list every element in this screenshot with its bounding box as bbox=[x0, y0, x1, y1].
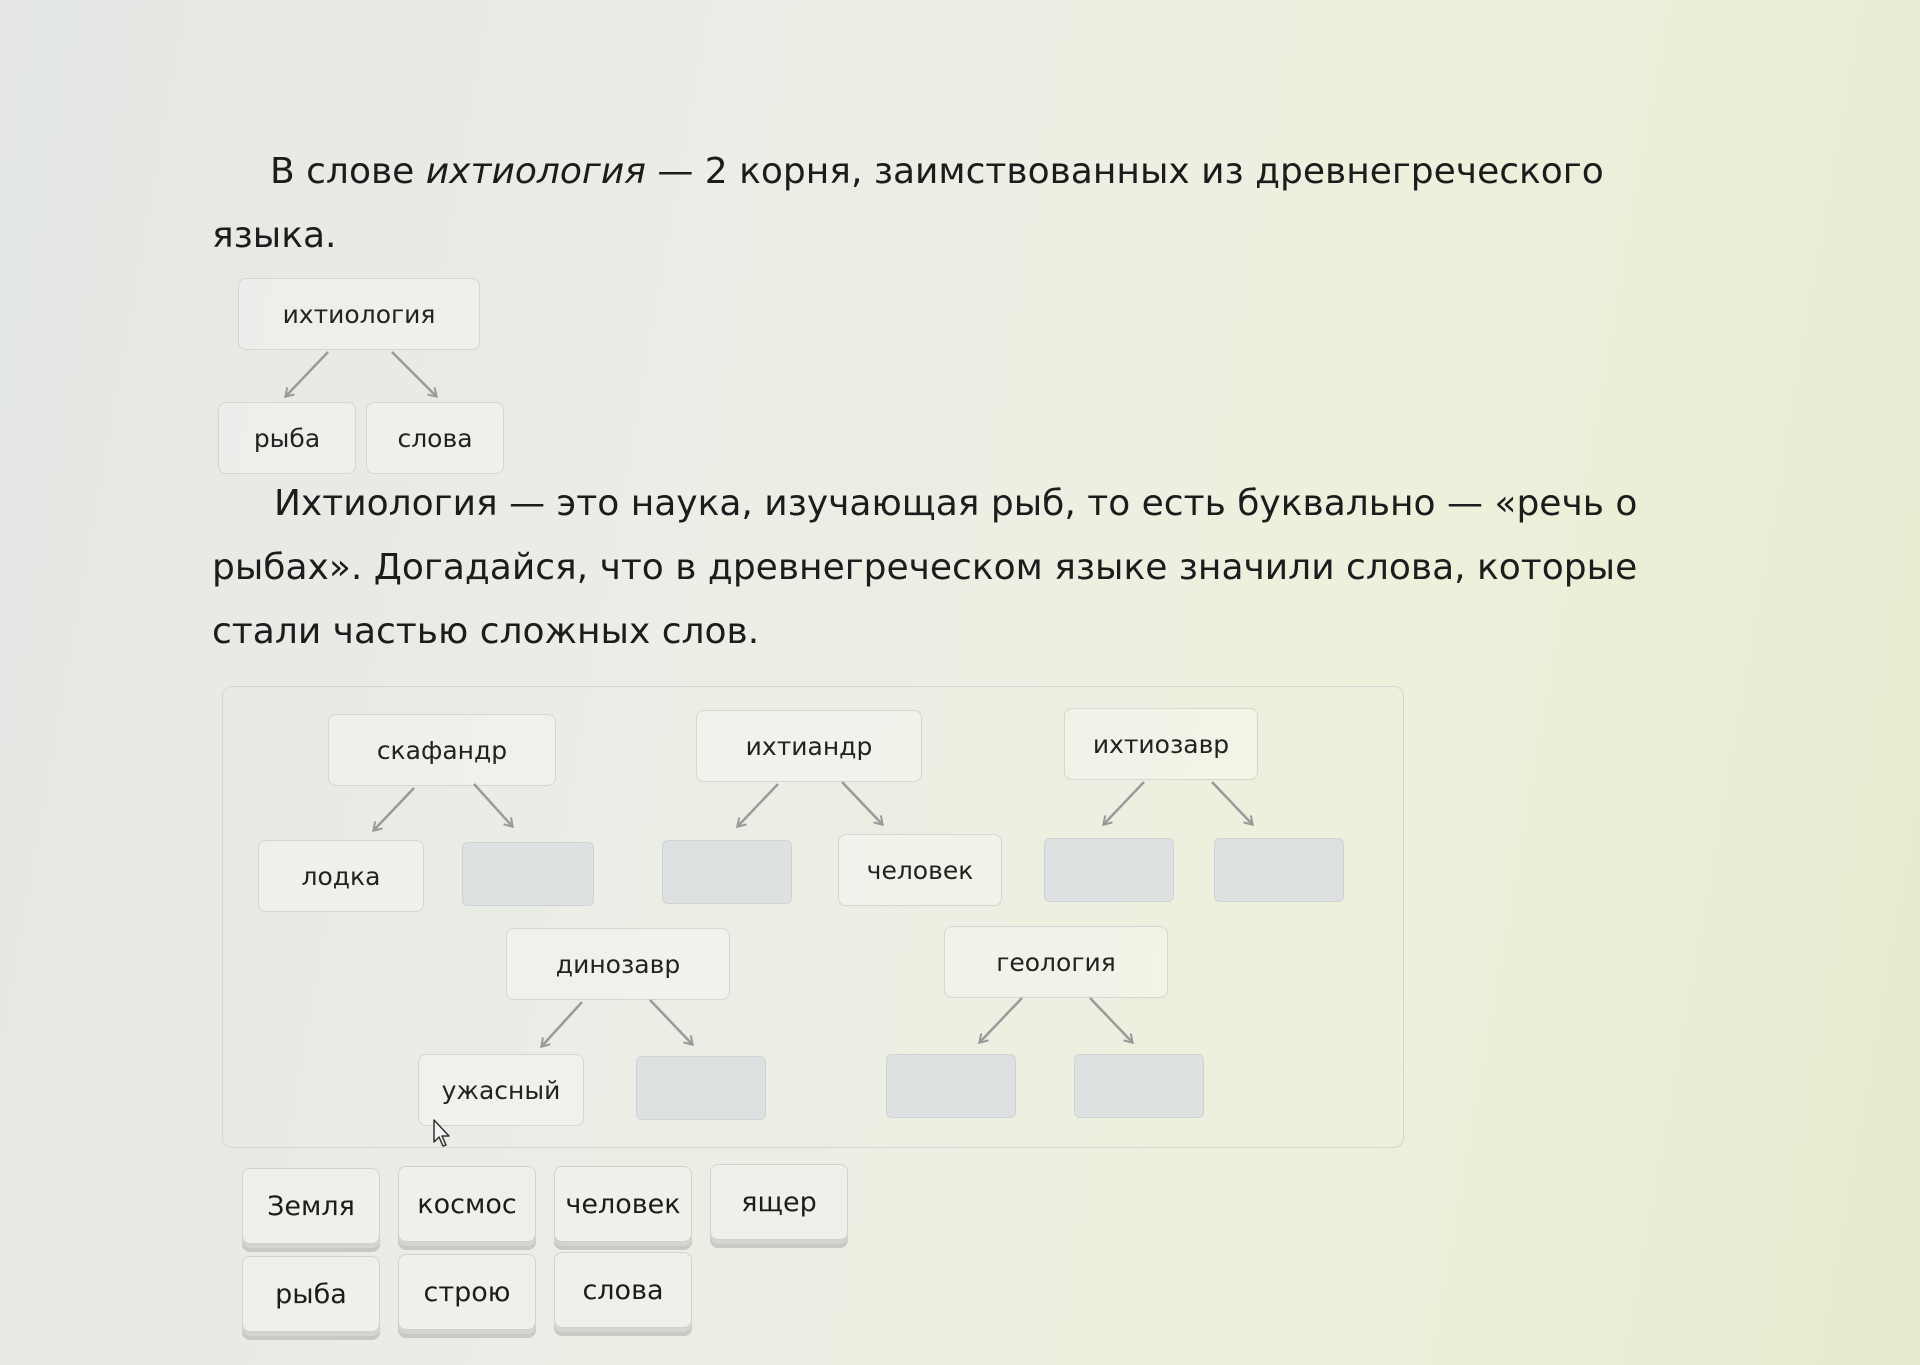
answer-slot-4[interactable] bbox=[1214, 838, 1344, 902]
arrow-right-icon bbox=[473, 783, 514, 829]
arrow-left-icon bbox=[736, 783, 779, 829]
arrow-right-icon bbox=[1089, 997, 1134, 1045]
example-root-word: ихтиология bbox=[238, 278, 480, 350]
tree-word-1: скафандр bbox=[328, 714, 556, 786]
example-left-part: рыба bbox=[218, 402, 356, 474]
intro-text-start: В слове bbox=[270, 151, 426, 192]
tree-2-right-part: человек bbox=[838, 834, 1002, 906]
arrow-right-icon bbox=[649, 999, 694, 1047]
option-chip-6[interactable]: строю bbox=[398, 1254, 536, 1330]
tree-4-left-part: ужасный bbox=[418, 1054, 584, 1126]
option-chip-2[interactable]: космос bbox=[398, 1166, 536, 1242]
arrow-right-icon bbox=[391, 351, 439, 399]
example-right-part: слова bbox=[366, 402, 504, 474]
option-chip-1[interactable]: Земля bbox=[242, 1168, 380, 1244]
arrow-left-icon bbox=[284, 351, 329, 399]
exercise-panel bbox=[222, 686, 1404, 1148]
tree-word-5: геология bbox=[944, 926, 1168, 998]
option-chip-4[interactable]: ящер bbox=[710, 1164, 848, 1240]
answer-slot-6[interactable] bbox=[886, 1054, 1016, 1118]
arrow-left-icon bbox=[372, 787, 415, 833]
arrow-left-icon bbox=[540, 1001, 583, 1049]
tree-word-4: динозавр bbox=[506, 928, 730, 1000]
answer-slot-2[interactable] bbox=[662, 840, 792, 904]
answer-slot-5[interactable] bbox=[636, 1056, 766, 1120]
arrow-left-icon bbox=[978, 997, 1023, 1045]
tree-word-3: ихтиозавр bbox=[1064, 708, 1258, 780]
tree-word-2: ихтиандр bbox=[696, 710, 922, 782]
arrow-right-icon bbox=[1211, 781, 1254, 827]
option-chip-7[interactable]: слова bbox=[554, 1252, 692, 1328]
intro-italic-word: ихтиология bbox=[425, 151, 646, 192]
mouse-cursor-icon bbox=[433, 1119, 450, 1147]
option-chip-3[interactable]: человек bbox=[554, 1166, 692, 1242]
option-chip-5[interactable]: рыба bbox=[242, 1256, 380, 1332]
answer-slot-3[interactable] bbox=[1044, 838, 1174, 902]
arrow-left-icon bbox=[1102, 781, 1145, 827]
answer-slot-1[interactable] bbox=[462, 842, 594, 906]
arrow-right-icon bbox=[841, 781, 884, 827]
intro-text: В слове ихтиология — 2 корня, заимствова… bbox=[212, 140, 1672, 268]
intro-text-end: — 2 корня, заимствованных из древнегрече… bbox=[212, 151, 1604, 256]
task-text: Ихтиология — это наука, изучающая рыб, т… bbox=[212, 483, 1638, 652]
answer-slot-7[interactable] bbox=[1074, 1054, 1204, 1118]
tree-1-left-part: лодка bbox=[258, 840, 424, 912]
